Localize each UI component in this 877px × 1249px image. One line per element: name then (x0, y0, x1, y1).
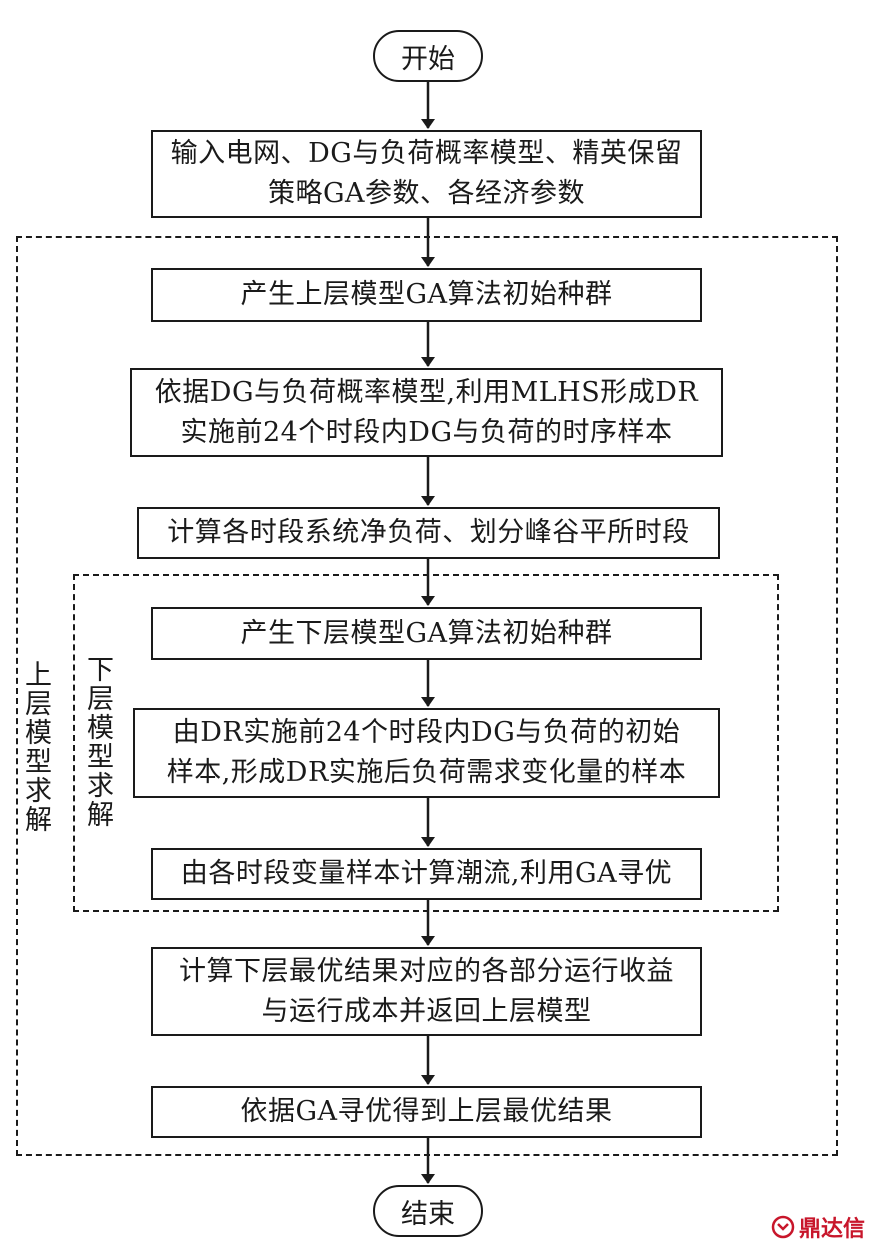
watermark: 鼎达信 (771, 1211, 865, 1243)
dr-samples-line-2: 样本,形成DR实施后负荷需求变化量的样本 (166, 757, 687, 788)
input-line-1: 输入电网、DG与负荷概率模型、精英保留 (170, 138, 683, 169)
lower-model-region (73, 574, 779, 912)
input-parameters-box: 输入电网、DG与负荷概率模型、精英保留 策略GA参数、各经济参数 (151, 130, 702, 218)
logo-icon (771, 1215, 795, 1239)
revenue-line-1: 计算下层最优结果对应的各部分运行收益 (179, 955, 674, 987)
sampling-line-2: 实施前24个时段内DG与负荷的时序样本 (180, 416, 673, 448)
net-load-box: 计算各时段系统净负荷、划分峰谷平所时段 (137, 507, 720, 559)
upper-model-label: 上层模型求解 (20, 660, 51, 834)
lower-model-label: 下层模型求解 (82, 655, 113, 829)
sampling-box: 依据DG与负荷概率模型,利用MLHS形成DR 实施前24个时段内DG与负荷的时序… (130, 368, 723, 457)
revenue-box: 计算下层最优结果对应的各部分运行收益 与运行成本并返回上层模型 (151, 947, 702, 1036)
watermark-text: 鼎达信 (798, 1217, 865, 1242)
power-flow-box: 由各时段变量样本计算潮流,利用GA寻优 (151, 848, 702, 900)
input-line-2: 策略GA参数、各经济参数 (267, 178, 586, 209)
dr-samples-box: 由DR实施前24个时段内DG与负荷的初始 样本,形成DR实施后负荷需求变化量的样… (133, 708, 720, 798)
upper-init-box: 产生上层模型GA算法初始种群 (151, 268, 702, 322)
revenue-line-2: 与运行成本并返回上层模型 (261, 995, 592, 1027)
upper-opt-box: 依据GA寻优得到上层最优结果 (151, 1086, 702, 1138)
sampling-line-1: 依据DG与负荷概率模型,利用MLHS形成DR (154, 376, 699, 408)
end-terminal: 结束 (373, 1185, 483, 1237)
lower-init-box: 产生下层模型GA算法初始种群 (151, 607, 702, 660)
dr-samples-line-1: 由DR实施前24个时段内DG与负荷的初始 (172, 717, 681, 748)
start-terminal: 开始 (373, 30, 483, 82)
